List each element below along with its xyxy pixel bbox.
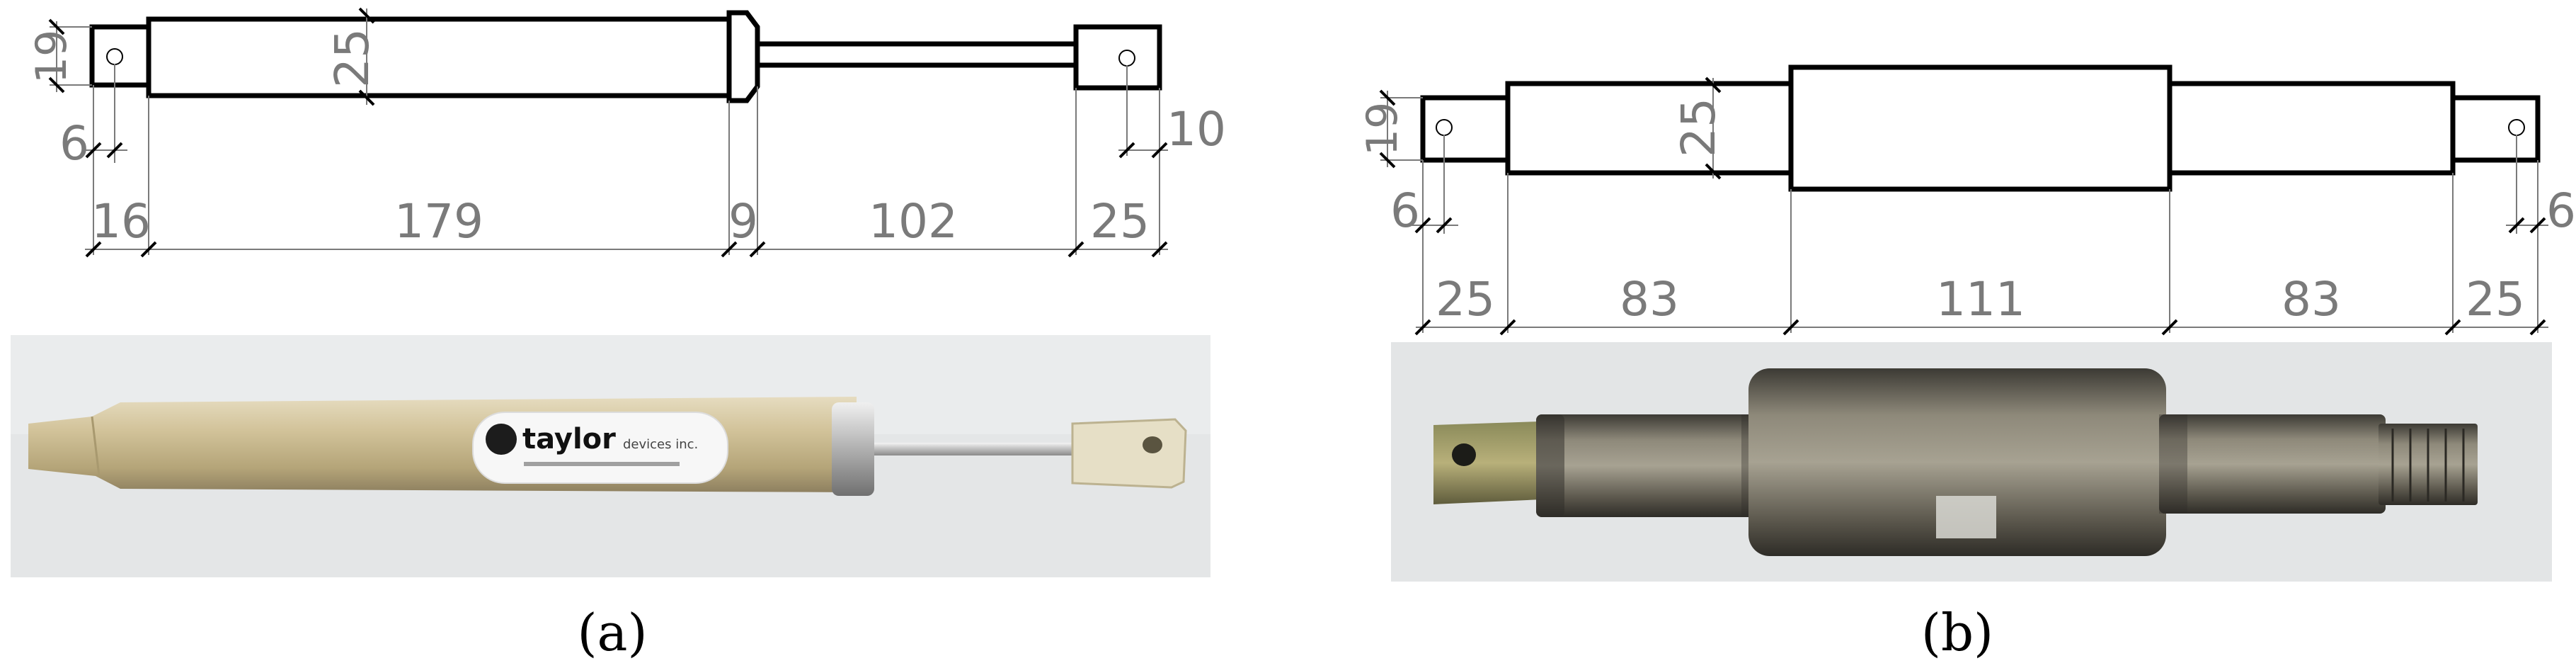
a-dim-seg1: 16 [91, 194, 151, 249]
b-right-shaft-photo [2159, 414, 2386, 514]
panel-a-photo: taylor devices inc. [11, 335, 1210, 577]
b-dim-seg1: 25 [1436, 272, 1495, 327]
b-center-body [1788, 64, 2173, 192]
a-left-hole [106, 48, 123, 65]
b-dim-seg4: 83 [2282, 272, 2341, 327]
b-center-body-photo [1748, 368, 2166, 556]
a-piston-rod [755, 41, 1079, 68]
b-dim-seg5: 25 [2466, 272, 2525, 327]
b-right-hole [2508, 119, 2525, 136]
a-dim-seg5: 25 [1090, 194, 1150, 249]
b-dim-body-width: 25 [1671, 98, 1726, 157]
a-damper-rod [874, 443, 1080, 455]
a-dim-seg3: 9 [728, 194, 758, 249]
a-dim-right-hole: 10 [1167, 102, 1226, 157]
panel-b-drawing: 19 25 6 6 25 83 111 83 25 [1358, 64, 2576, 336]
a-label-brand-suffix: devices inc. [623, 437, 698, 452]
b-dim-left-hole: 6 [1390, 183, 1420, 238]
caption-b: (b) [1921, 603, 1993, 662]
a-right-lug [1073, 24, 1162, 91]
b-left-lug [1420, 95, 1511, 163]
a-cylinder [146, 16, 732, 98]
a-dim-height: 19 [27, 30, 76, 84]
b-left-shaft-photo [1536, 414, 1770, 517]
a-damper-tube [28, 397, 857, 492]
a-right-hole [1118, 50, 1135, 67]
a-dim-seg2: 179 [394, 194, 483, 249]
b-left-lug-photo [1433, 421, 1542, 504]
b-dim-right-hole: 6 [2546, 183, 2576, 238]
panel-b-photo [1391, 342, 2552, 582]
caption-a: (a) [577, 603, 647, 662]
b-right-shaft [2167, 81, 2456, 176]
a-label-logo [486, 424, 517, 455]
b-left-shaft [1505, 81, 1794, 176]
a-dim-left-hole: 6 [59, 116, 89, 171]
a-left-lug [89, 24, 151, 88]
a-label-brand: taylor [522, 423, 616, 455]
a-gland [726, 10, 760, 103]
a-dim-body-width: 25 [325, 28, 379, 88]
b-dim-seg3: 111 [1936, 272, 2025, 327]
b-dim-height: 19 [1358, 102, 1407, 156]
a-dim-seg4: 102 [869, 194, 958, 249]
panel-a-drawing: 19 25 6 10 16 179 9 102 25 [27, 7, 1226, 258]
a-damper-eye [1071, 418, 1187, 489]
b-right-lug [2450, 95, 2541, 163]
b-dim-seg2: 83 [1620, 272, 1679, 327]
b-left-hole [1436, 119, 1453, 136]
a-damper-collar [832, 402, 874, 496]
